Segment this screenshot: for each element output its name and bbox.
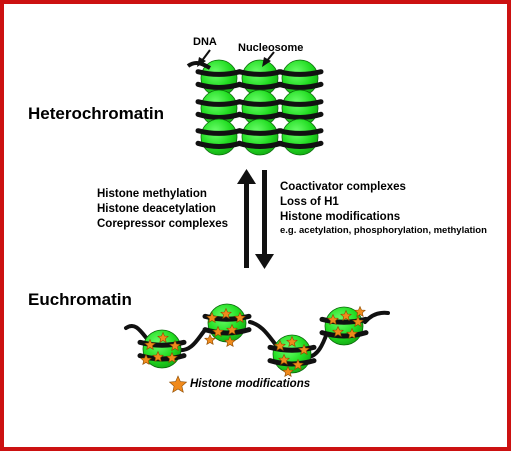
nucleosome: [195, 89, 243, 127]
euchromatin-label: Euchromatin: [28, 290, 132, 309]
star-icon: [292, 358, 304, 371]
histone-modification-stars: [140, 305, 366, 378]
right-list-example: e.g. acetylation, phosphorylation, methy…: [280, 225, 487, 236]
left-list-item: Histone methylation: [97, 188, 207, 200]
nucleosome: [276, 118, 324, 156]
nucleosome-label: Nucleosome: [238, 42, 304, 54]
star-icon: [234, 311, 246, 324]
left-list-item: Histone deacetylation: [97, 203, 216, 215]
star-icon: [286, 335, 298, 348]
nucleosome: [236, 118, 284, 156]
star-icon: [354, 305, 366, 318]
star-icon: [166, 351, 178, 364]
nucleosome: [202, 303, 252, 343]
legend-star-icon: [168, 375, 188, 393]
star-icon: [212, 325, 224, 338]
star-icon: [278, 353, 290, 366]
star-icon: [274, 339, 286, 352]
nucleosome: [195, 59, 243, 97]
euchromatin-nucleosomes: [137, 303, 369, 374]
star-icon: [140, 353, 152, 366]
right-list-item: Loss of H1: [280, 196, 339, 208]
star-icon: [298, 343, 310, 356]
down-arrow: [255, 170, 274, 269]
star-icon: [169, 339, 181, 352]
nucleosome: [276, 89, 324, 127]
star-icon: [340, 309, 352, 322]
star-icon: [352, 315, 364, 328]
heterochromatin-nucleosome-grid: [186, 59, 324, 156]
star-icon: [206, 311, 218, 324]
dna-label: DNA: [193, 36, 217, 48]
activating-factors-list: Coactivator complexes Loss of H1 Histone…: [280, 180, 487, 236]
star-icon: [332, 325, 344, 338]
star-icon: [157, 331, 169, 344]
up-arrow: [237, 169, 256, 268]
heterochromatin-label: Heterochromatin: [28, 104, 165, 123]
nucleosome: [236, 89, 284, 127]
euchromatin-dna-strand: [124, 310, 390, 359]
star-icon: [204, 333, 216, 346]
right-list-item: Histone modifications: [280, 211, 401, 223]
star-icon: [327, 313, 339, 326]
legend-label: Histone modifications: [190, 378, 311, 390]
star-icon: [346, 327, 358, 340]
star-icon: [224, 335, 236, 348]
star-icon: [220, 307, 232, 320]
nucleosome-pointer-arrow: [262, 51, 275, 67]
nucleosome: [276, 59, 324, 97]
star-icon: [144, 338, 156, 351]
right-list-item: Coactivator complexes: [280, 181, 406, 193]
nucleosome: [195, 118, 243, 156]
star-icon: [152, 350, 164, 363]
dna-pointer-arrow: [197, 49, 211, 67]
left-list-item: Corepressor complexes: [97, 218, 229, 230]
star-icon: [282, 365, 294, 378]
repressive-factors-list: Histone methylation Histone deacetylatio…: [97, 187, 228, 232]
star-icon: [226, 323, 238, 336]
